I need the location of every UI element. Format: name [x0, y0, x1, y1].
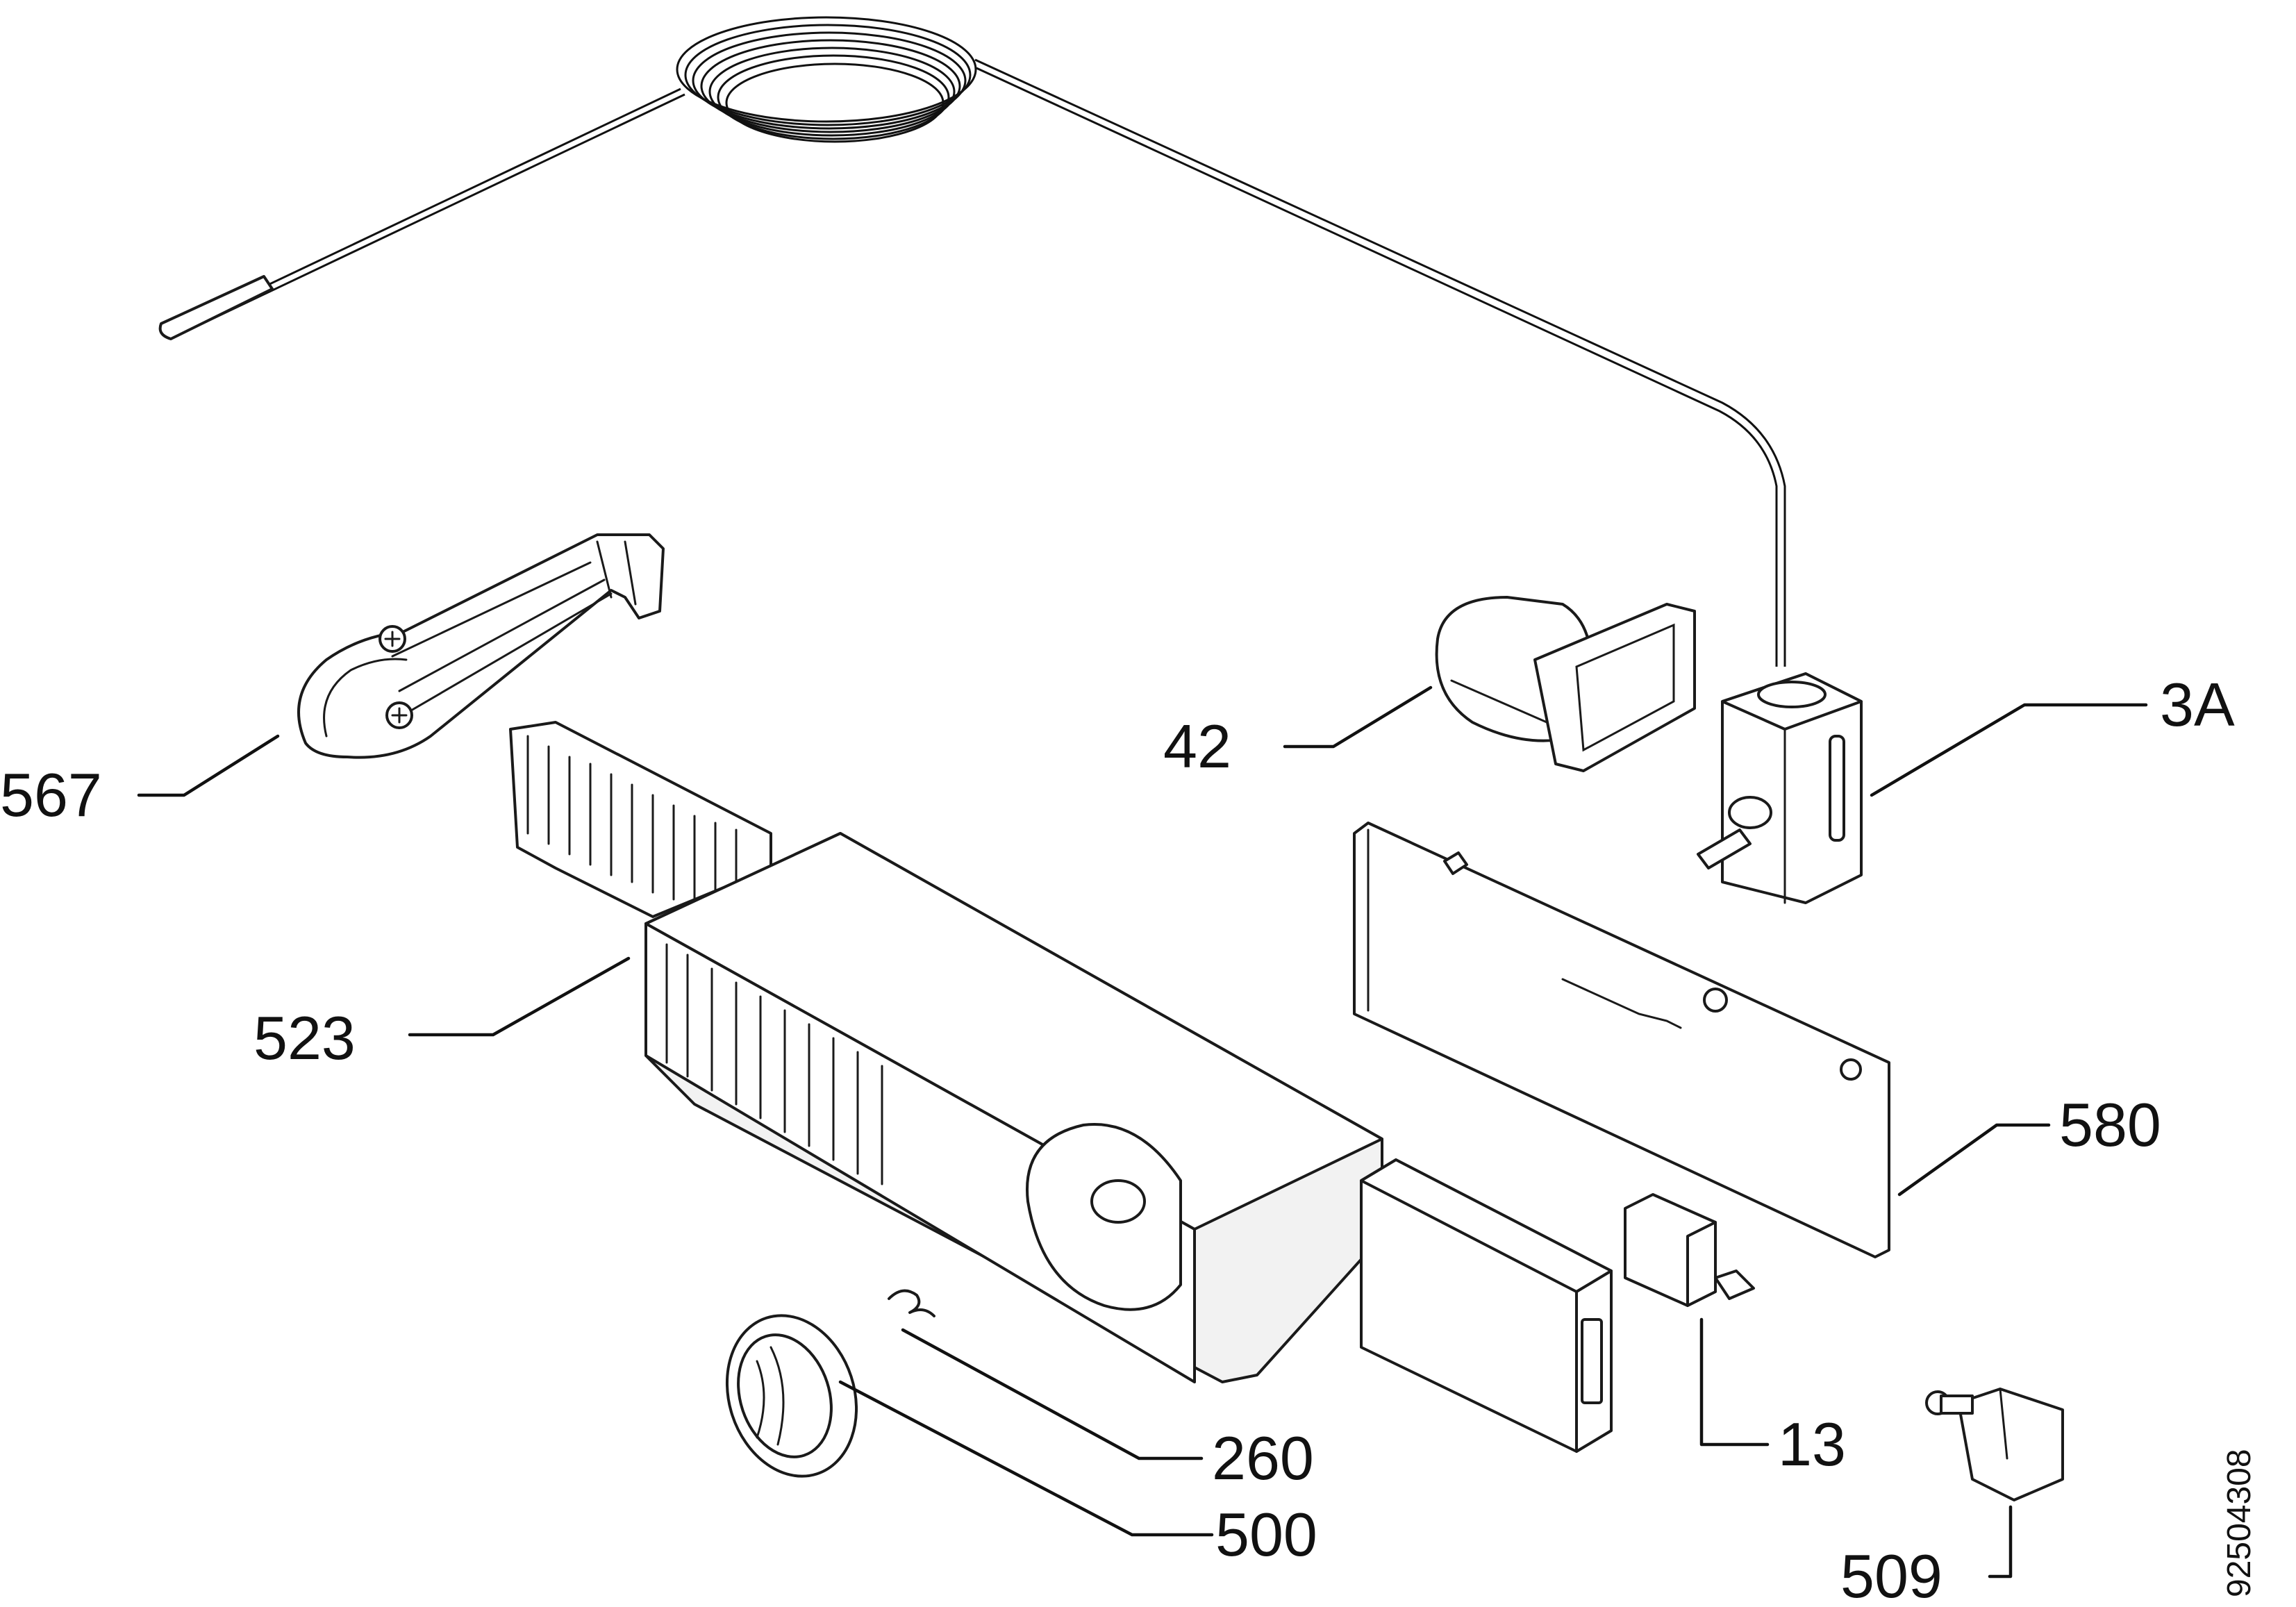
capillary-coil	[676, 16, 977, 143]
part-580-panel-plate	[1353, 822, 1890, 1258]
leader-lines	[137, 685, 2148, 1579]
callout-42: 42	[1163, 712, 1231, 781]
part-500-knob	[725, 1314, 858, 1478]
part-42-lamp-holder	[1435, 596, 1696, 772]
sensor-probe	[158, 275, 274, 340]
vent-slots	[665, 943, 883, 1185]
part-523-housing	[509, 721, 1383, 1383]
callout-509: 509	[1840, 1542, 1943, 1607]
callout-13: 13	[1778, 1410, 1846, 1479]
callout-523: 523	[253, 1004, 356, 1072]
callout-260: 260	[1212, 1424, 1314, 1492]
part-3A-thermostat	[1697, 672, 1863, 904]
thermostat-shaft	[1697, 796, 1772, 869]
part-567-bracket	[297, 533, 665, 759]
callout-580: 580	[2059, 1090, 2161, 1159]
capillary-tube	[158, 16, 1786, 667]
part-13-switch	[1624, 1193, 1755, 1307]
part-509-switch	[1925, 1388, 2064, 1501]
switch-cover	[1360, 1158, 1613, 1453]
drawing-number: 92504308	[2221, 1449, 2258, 1597]
callout-3A: 3A	[2160, 670, 2235, 739]
part-260-clip	[888, 1289, 935, 1317]
callout-labels: 567 42 3A 523 580 260 13 500 509	[0, 670, 2235, 1607]
callout-500: 500	[1215, 1500, 1317, 1569]
callout-567: 567	[0, 760, 102, 829]
